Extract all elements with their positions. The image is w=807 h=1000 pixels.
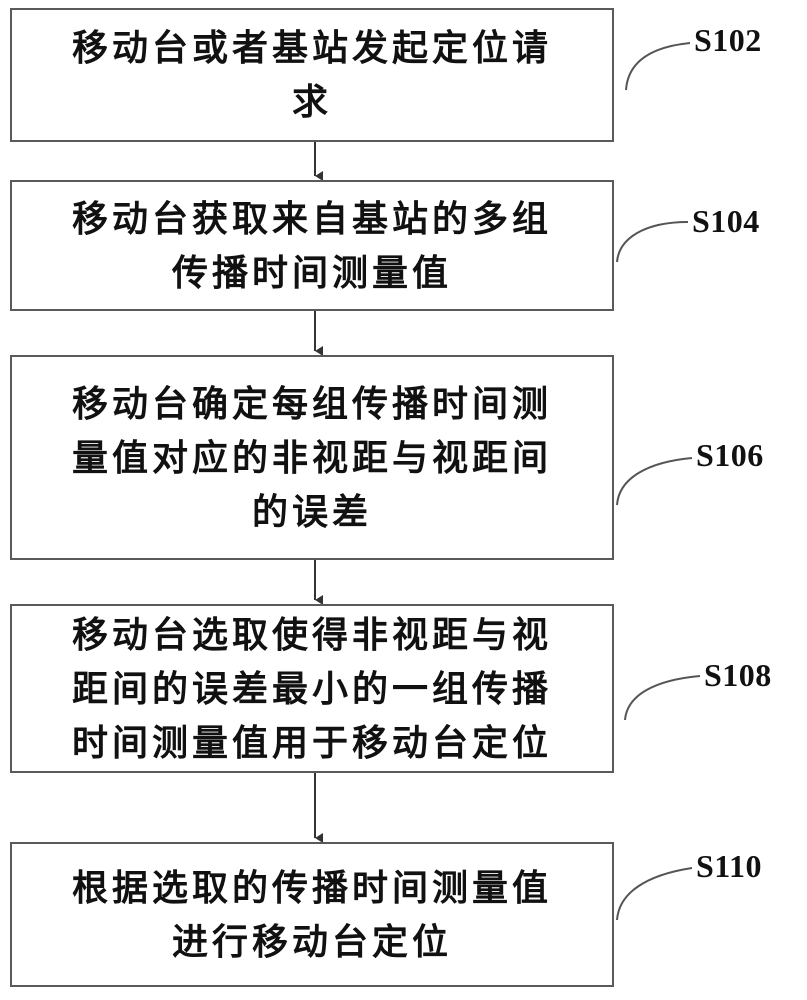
step-text-s104: 移动台获取来自基站的多组 传播时间测量值 — [71, 197, 552, 294]
step-box-s106: 移动台确定每组传播时间测 量值对应的非视距与视距间 的误差 — [10, 355, 614, 560]
step-label-s108: S108 — [704, 657, 772, 693]
step-text-s110: 根据选取的传播时间测量值 进行移动台定位 — [71, 866, 552, 963]
leader-curve-s102 — [625, 42, 691, 91]
step-box-s108: 移动台选取使得非视距与视 距间的误差最小的一组传播 时间测量值用于移动台定位 — [10, 604, 614, 773]
step-text-s108: 移动台选取使得非视距与视 距间的误差最小的一组传播 时间测量值用于移动台定位 — [71, 613, 552, 764]
leader-curve-s108 — [624, 675, 701, 721]
step-label-s104: S104 — [692, 203, 760, 239]
step-label-s106: S106 — [696, 437, 764, 473]
step-box-s102: 移动台或者基站发起定位请 求 — [10, 8, 614, 142]
leader-curve-s104 — [616, 221, 689, 263]
step-box-s104: 移动台获取来自基站的多组 传播时间测量值 — [10, 180, 614, 311]
step-text-s102: 移动台或者基站发起定位请 求 — [71, 27, 552, 123]
step-label-s102: S102 — [694, 22, 762, 58]
leader-curve-s110 — [616, 867, 693, 921]
step-box-s110: 根据选取的传播时间测量值 进行移动台定位 — [10, 842, 614, 987]
leader-curve-s106 — [616, 457, 693, 506]
step-text-s106: 移动台确定每组传播时间测 量值对应的非视距与视距间 的误差 — [71, 382, 552, 533]
step-label-s110: S110 — [696, 848, 763, 884]
